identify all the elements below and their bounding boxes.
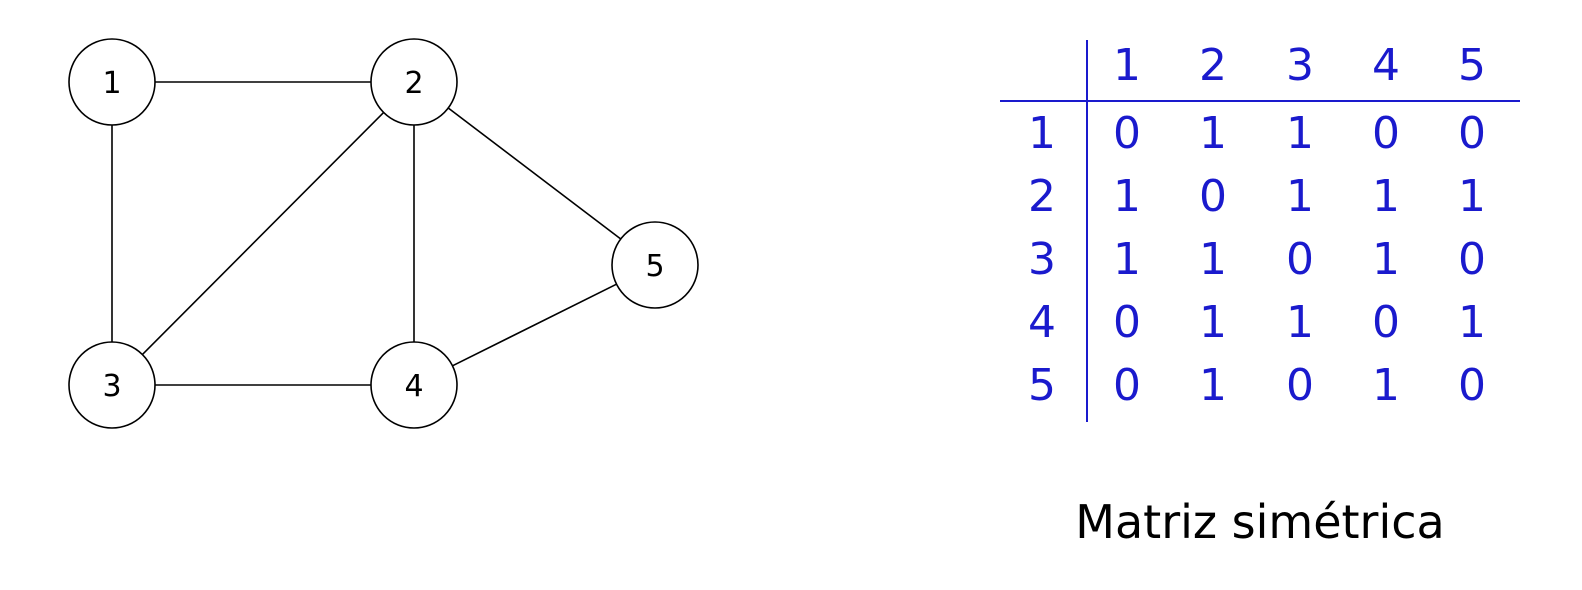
node-circle [370,341,458,429]
matrix-column-header: 5 [1458,40,1486,91]
matrix-row-label: 1 [1028,108,1056,159]
matrix-column-header: 2 [1199,40,1227,91]
matrix-cell: 1 [1286,171,1314,222]
node-circle [68,341,156,429]
matrix-row-label: 4 [1028,297,1056,348]
matrix-cell: 1 [1372,234,1400,285]
matrix-cell: 1 [1372,360,1400,411]
node-5: 5 [611,221,699,309]
matrix-cell: 1 [1113,171,1141,222]
matrix-column-header: 1 [1113,40,1141,91]
matrix-column-header: 3 [1286,40,1314,91]
edge-2-3 [141,111,385,356]
node-1: 1 [68,38,156,126]
matrix-cell: 1 [1199,234,1227,285]
matrix-cell: 0 [1199,171,1227,222]
matrix-cell: 0 [1458,108,1486,159]
matrix-cell: 1 [1458,171,1486,222]
matrix-header-divider [1000,100,1520,102]
matrix-cell: 0 [1113,360,1141,411]
matrix-cell: 1 [1199,297,1227,348]
node-circle [68,38,156,126]
matrix-cell: 1 [1199,108,1227,159]
node-3: 3 [68,341,156,429]
matrix-cell: 1 [1199,360,1227,411]
matrix-column-header: 4 [1372,40,1400,91]
graph-edges [111,81,622,386]
matrix-cell: 1 [1286,108,1314,159]
matrix-cell: 0 [1458,360,1486,411]
matrix-row-label: 3 [1028,234,1056,285]
matrix-cell: 0 [1113,297,1141,348]
node-label: 1 [102,66,121,101]
adjacency-matrix: 1 2 3 4 5 1 0 1 1 0 0 2 1 0 1 1 1 3 1 1 0 1 0 4 0 1 1 0 1 5 0 1 0 1 0 [1000,40,1520,425]
matrix-cell: 0 [1286,234,1314,285]
edge-4-5 [452,283,617,367]
node-2: 2 [370,38,458,126]
node-label: 4 [404,369,423,404]
matrix-cell: 0 [1372,297,1400,348]
matrix-cell: 0 [1286,360,1314,411]
graph-diagram: 1 2 3 4 5 [68,38,699,429]
matrix-cell: 1 [1372,171,1400,222]
node-circle [611,221,699,309]
node-circle [370,38,458,126]
node-4: 4 [370,341,458,429]
matrix-row-label-divider [1086,40,1088,422]
matrix-cell: 0 [1372,108,1400,159]
matrix-cell: 1 [1113,234,1141,285]
node-label: 2 [404,66,423,101]
matrix-cell: 0 [1113,108,1141,159]
node-label: 3 [102,369,121,404]
edge-2-5 [447,107,622,240]
graph-nodes: 1 2 3 4 5 [68,38,699,429]
matrix-row-label: 2 [1028,171,1056,222]
node-label: 5 [645,249,664,284]
matrix-cell: 1 [1458,297,1486,348]
matrix-row-label: 5 [1028,360,1056,411]
matrix-cell: 0 [1458,234,1486,285]
matrix-cell: 1 [1286,297,1314,348]
matrix-caption: Matriz simétrica [1075,495,1445,549]
